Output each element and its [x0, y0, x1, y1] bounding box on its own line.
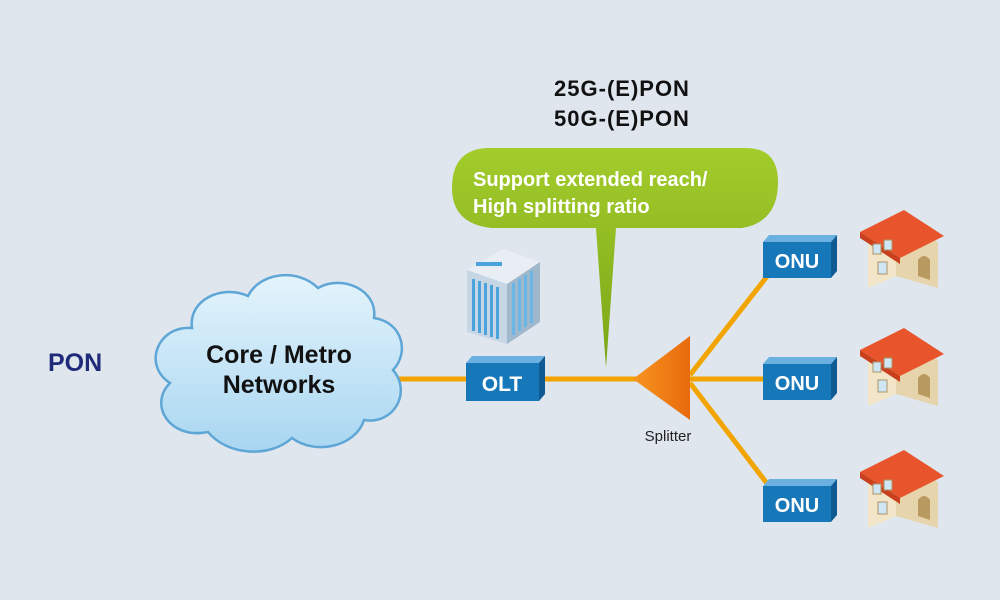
standard-50g-epon: 50G-(E)PON: [554, 106, 690, 131]
onu-box-middle: ONU: [763, 357, 837, 400]
onu-label-middle: ONU: [775, 373, 819, 395]
splitter-icon: [633, 336, 690, 420]
fiber-splitter-to-onu-bottom: [688, 381, 774, 492]
house-icon-top: [860, 210, 944, 288]
office-building-icon: [467, 249, 540, 344]
onu-box-top: ONU: [763, 235, 837, 278]
fiber-lines: [395, 268, 774, 492]
onu-label-top: ONU: [775, 251, 819, 273]
olt-label: OLT: [482, 373, 523, 396]
callout-bubble: Support extended reach/ High splitting r…: [452, 148, 778, 368]
cloud-label-line1: Core / Metro: [206, 341, 352, 369]
cloud-label-line2: Networks: [223, 371, 336, 399]
fiber-splitter-to-onu-top: [688, 268, 774, 377]
olt-box: OLT: [466, 356, 545, 401]
standard-25g-epon: 25G-(E)PON: [554, 76, 690, 101]
onu-box-bottom: ONU: [763, 479, 837, 522]
onu-label-bottom: ONU: [775, 495, 819, 517]
callout-line2: High splitting ratio: [473, 196, 650, 218]
house-icon-bottom: [860, 450, 944, 528]
splitter-label: Splitter: [645, 428, 692, 445]
callout-line1: Support extended reach/: [473, 169, 708, 191]
house-icon-middle: [860, 328, 944, 406]
core-metro-cloud: Core / Metro Networks: [154, 274, 403, 453]
pon-label: PON: [48, 349, 102, 377]
